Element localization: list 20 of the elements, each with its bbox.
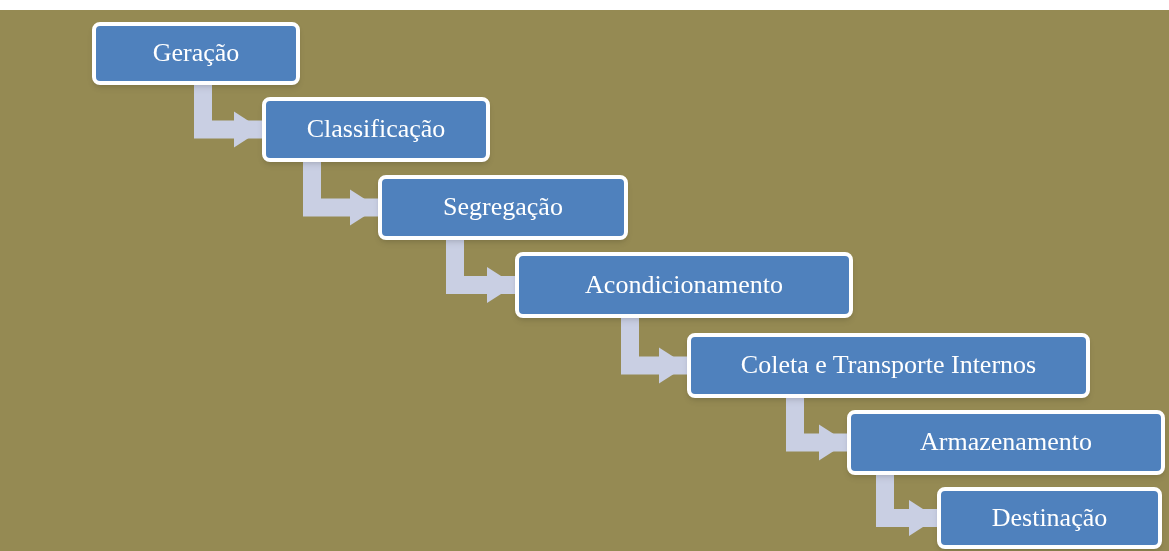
- bent-arrow: [621, 318, 687, 384]
- step-label: Destinação: [991, 501, 1108, 534]
- process-box: [687, 333, 1090, 398]
- step-label: Coleta e Transporte Internos: [740, 349, 1037, 382]
- process-box: [847, 410, 1165, 475]
- bent-arrow: [303, 162, 378, 226]
- bent-arrow: [876, 475, 937, 536]
- step-label: Acondicionamento: [585, 268, 783, 301]
- process-box: [378, 175, 628, 240]
- step-label: Armazenamento: [920, 426, 1092, 459]
- process-box: [262, 97, 490, 162]
- process-box: [515, 252, 853, 318]
- bent-arrow: [194, 85, 262, 148]
- process-box: [92, 22, 300, 85]
- bent-arrow: [446, 240, 515, 303]
- step-label: Segregação: [443, 191, 563, 224]
- process-box: [937, 487, 1162, 549]
- step-label: Geração: [152, 37, 240, 70]
- bent-arrow: [786, 398, 847, 461]
- step-label: Classificação: [306, 113, 446, 146]
